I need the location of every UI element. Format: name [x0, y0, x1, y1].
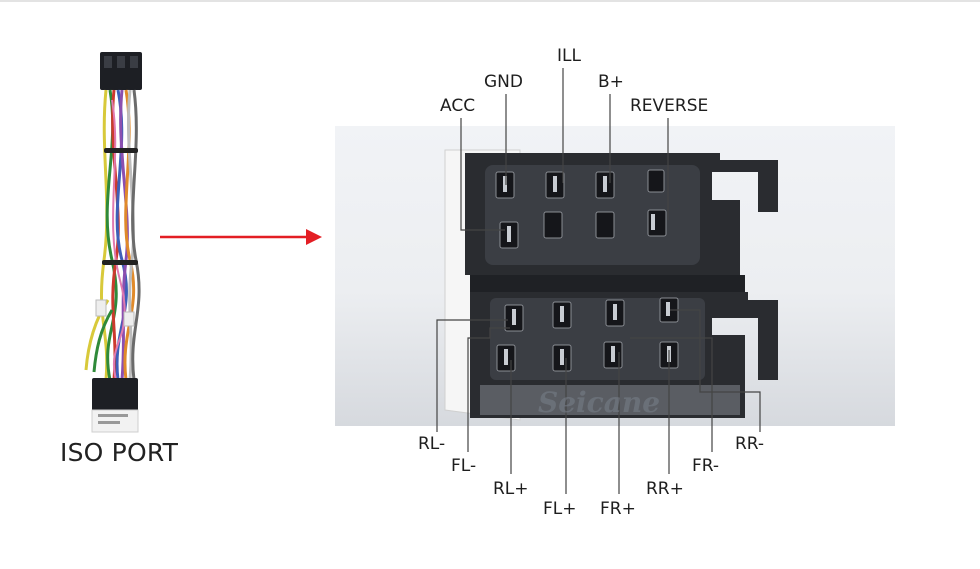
top-divider [0, 0, 980, 2]
label-fl-minus: FL- [451, 456, 477, 476]
wire-harness [84, 52, 142, 433]
label-gnd: GND [484, 72, 523, 92]
leader-lines [436, 68, 761, 494]
label-acc: ACC [440, 96, 476, 116]
watermark: Seicane [538, 386, 661, 419]
label-rr-minus: RR- [735, 434, 765, 454]
label-rr-plus: RR+ [646, 479, 684, 499]
label-reverse: REVERSE [630, 96, 709, 116]
iso-port-caption: ISO PORT [60, 438, 179, 467]
arrow-icon [160, 229, 322, 245]
iso-connector [444, 149, 778, 421]
label-rl-minus: RL- [418, 434, 446, 454]
label-ill: ILL [557, 46, 581, 66]
label-fr-plus: FR+ [600, 499, 636, 519]
label-rl-plus: RL+ [493, 479, 529, 499]
label-b-plus: B+ [598, 72, 624, 92]
label-fl-plus: FL+ [543, 499, 577, 519]
label-fr-minus: FR- [692, 456, 720, 476]
